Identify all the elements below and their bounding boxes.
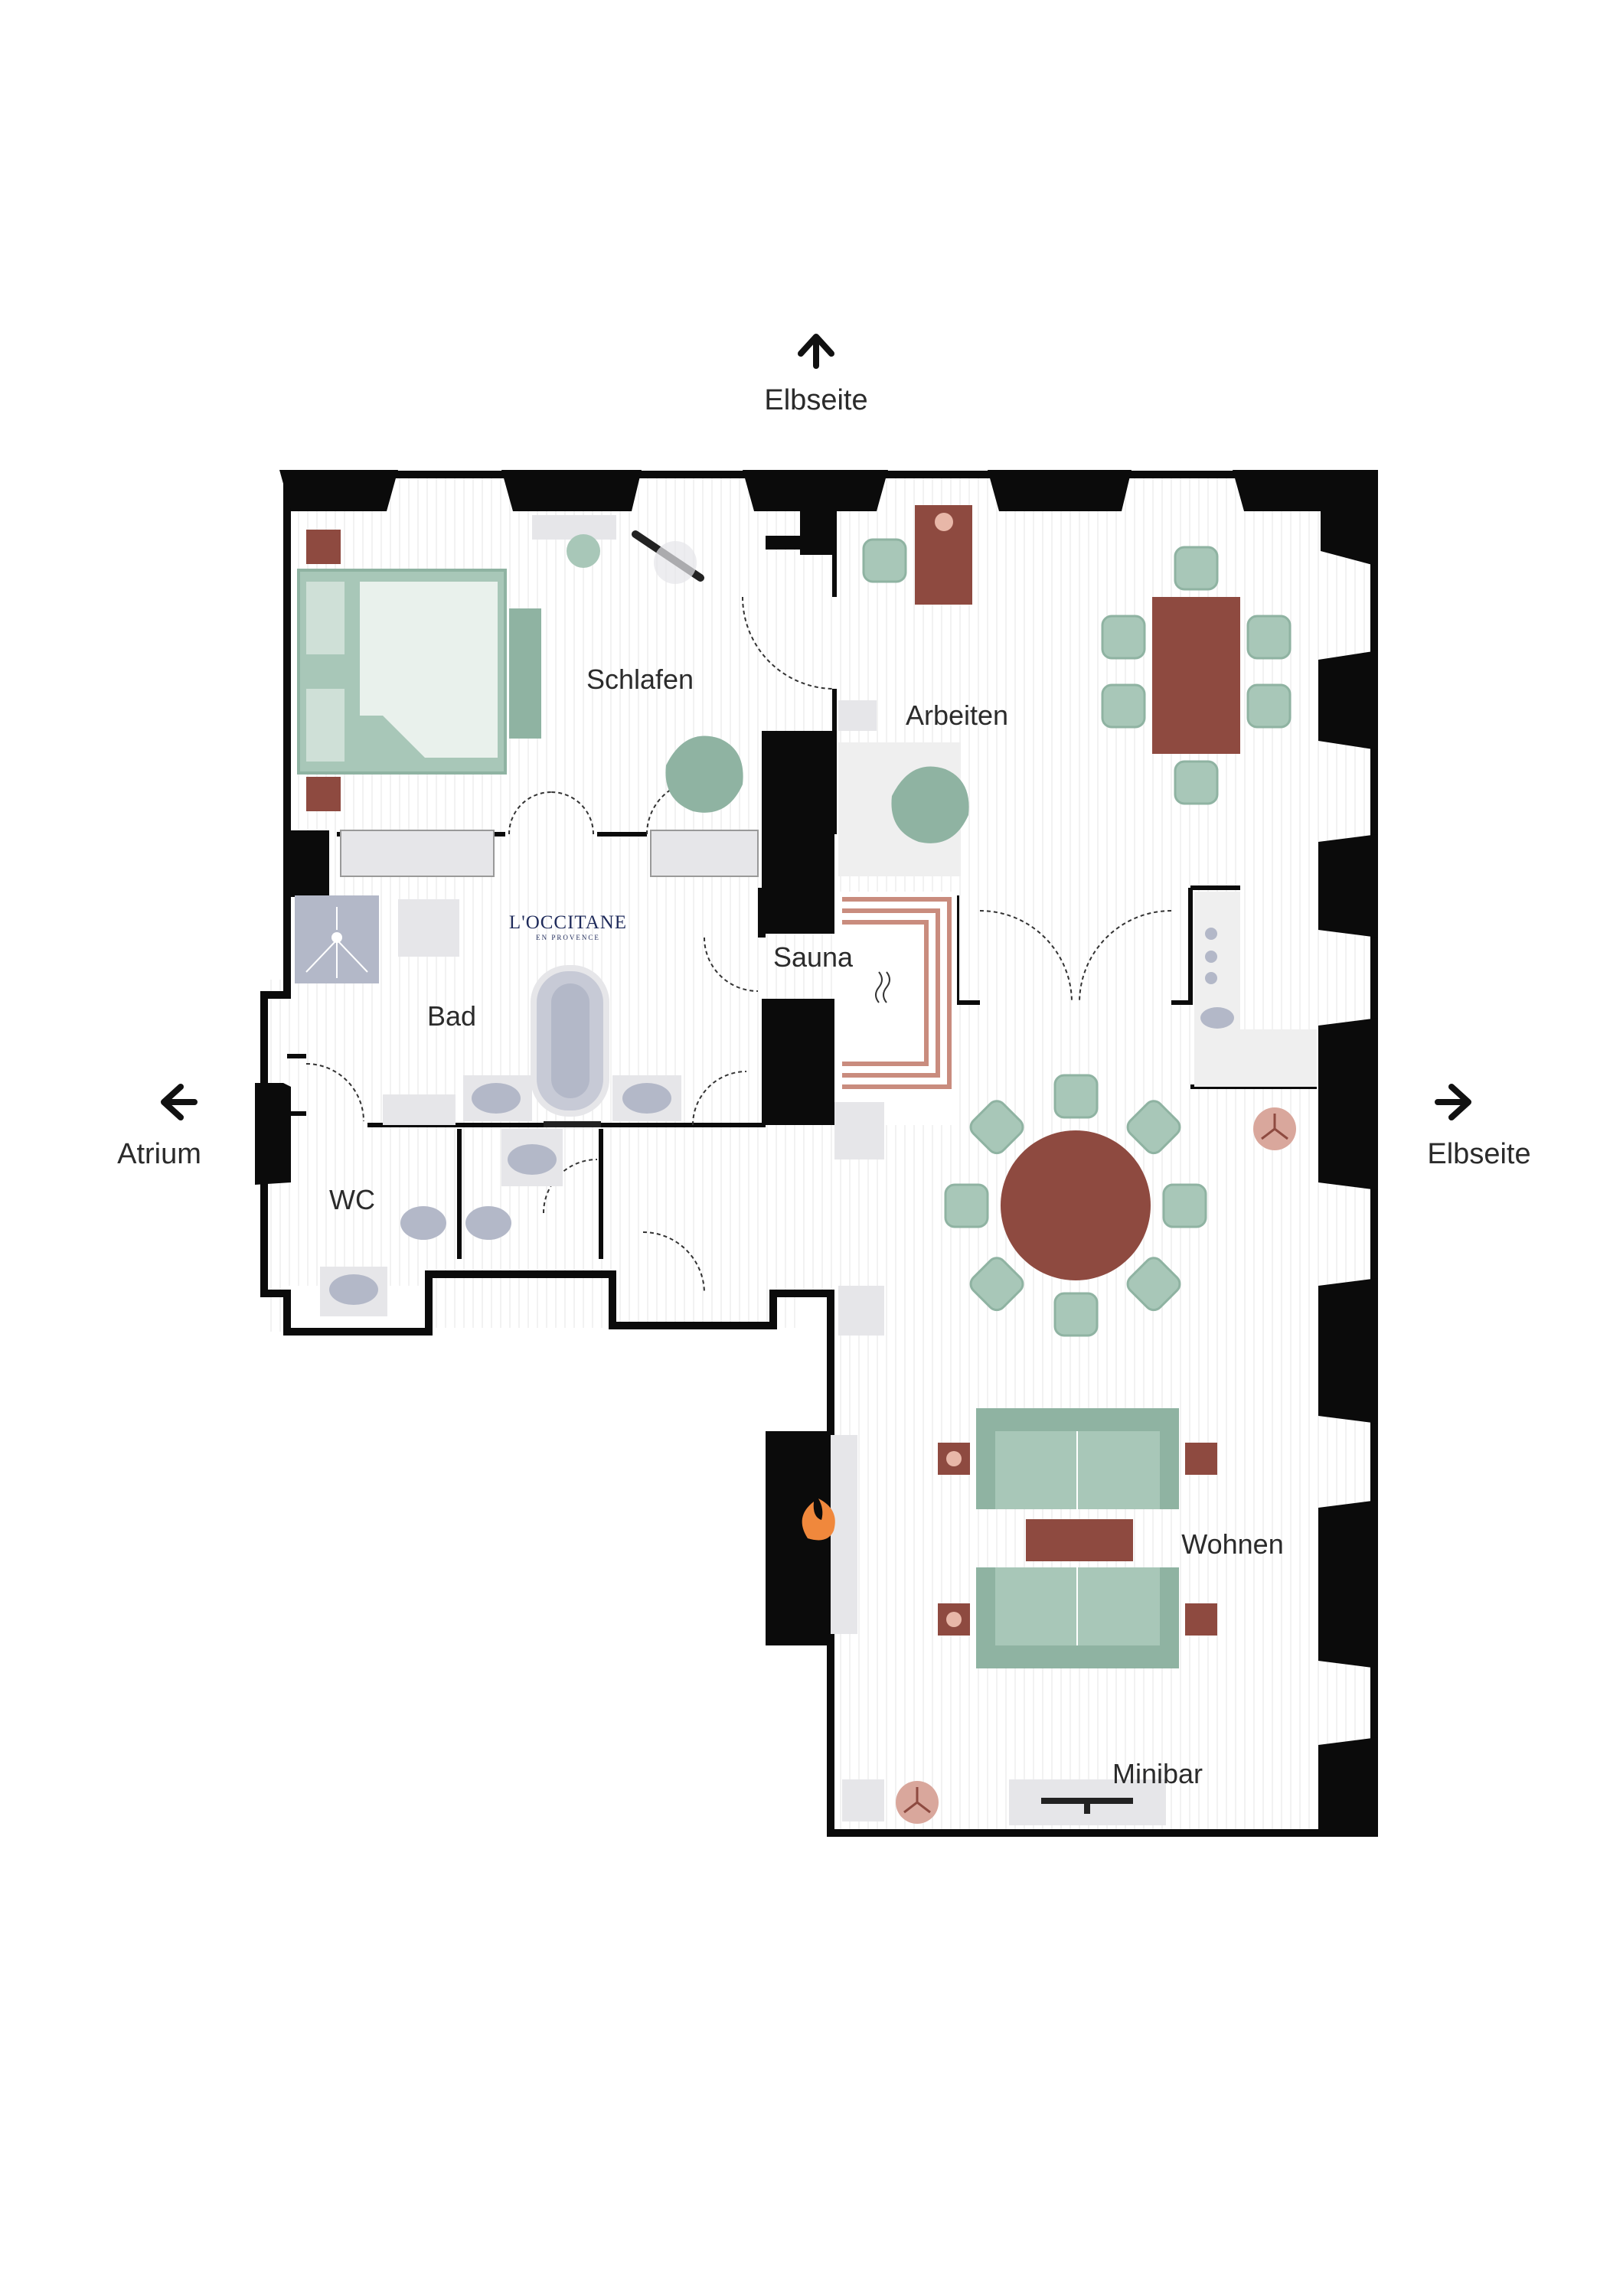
east-label: Elbseite — [1427, 1138, 1530, 1170]
room-label-wc: WC — [329, 1184, 375, 1215]
room-label-bad: Bad — [427, 1000, 476, 1032]
chair — [969, 1257, 1024, 1312]
sink-icon — [508, 1144, 557, 1175]
minibar-area: Minibar — [842, 1758, 1203, 1825]
arrow-left-icon — [161, 1084, 198, 1120]
wardrobe — [340, 830, 495, 877]
svg-text:L'OCCITANE: L'OCCITANE — [509, 912, 627, 933]
bidet-icon — [465, 1206, 511, 1240]
desk-top — [532, 515, 616, 540]
study: Arbeiten — [838, 505, 1292, 876]
lamp-icon — [946, 1612, 962, 1627]
side-table — [1185, 1443, 1217, 1475]
north-direction: Elbseite — [764, 334, 868, 416]
side-table — [1185, 1603, 1217, 1636]
hob-icon — [1205, 972, 1217, 984]
nightstand — [306, 777, 341, 811]
chair — [969, 1100, 1024, 1155]
coffee-table — [1026, 1519, 1133, 1561]
window-piers — [255, 470, 1378, 1837]
chair — [1246, 615, 1292, 660]
chair — [1101, 615, 1146, 660]
bathroom: L'OCCITANE EN PROVENCE Bad — [295, 895, 884, 1186]
armchair — [665, 735, 743, 813]
chair — [1053, 1074, 1099, 1119]
toilet-icon — [400, 1206, 446, 1240]
east-direction: Elbseite — [1427, 1084, 1531, 1170]
desk-chair — [862, 538, 907, 583]
chair — [1162, 1183, 1207, 1228]
nightstand — [306, 530, 341, 564]
sink-icon — [1200, 1007, 1234, 1029]
sofa — [976, 1567, 1179, 1668]
sink-icon — [472, 1083, 521, 1114]
room-label-wohnen: Wohnen — [1181, 1528, 1283, 1560]
dining-area — [838, 1074, 1207, 1337]
svg-text:EN PROVENCE: EN PROVENCE — [536, 934, 600, 941]
sink-icon — [622, 1083, 671, 1114]
hob-icon — [1205, 928, 1217, 940]
arrow-up-icon — [798, 334, 834, 369]
lamp-icon — [935, 513, 953, 531]
west-direction: Atrium — [117, 1084, 201, 1170]
sauna-bench — [842, 897, 952, 1089]
chair — [1174, 546, 1219, 591]
sink-icon — [329, 1274, 378, 1305]
room-label-arbeiten: Arbeiten — [906, 700, 1008, 731]
armchair — [891, 766, 969, 843]
lamp-icon — [946, 1451, 962, 1466]
north-label: Elbseite — [764, 384, 867, 416]
sauna: Sauna — [773, 892, 957, 1125]
hob-icon — [1205, 951, 1217, 963]
west-label: Atrium — [117, 1138, 201, 1170]
sofa — [976, 1408, 1179, 1509]
chair — [1101, 683, 1146, 729]
shower-icon — [305, 907, 368, 978]
arrow-right-icon — [1435, 1084, 1471, 1120]
chair — [944, 1183, 989, 1228]
heat-icon — [875, 971, 890, 1003]
kitchenette — [1194, 892, 1317, 1150]
stool — [567, 534, 600, 568]
living-room: Wohnen — [802, 1408, 1284, 1668]
chair — [1053, 1292, 1099, 1337]
wc: WC — [320, 1184, 511, 1316]
fireplace-hearth — [831, 1435, 857, 1634]
chair — [1246, 683, 1292, 729]
round-table — [1001, 1130, 1151, 1280]
brand-logo: L'OCCITANE EN PROVENCE — [509, 912, 627, 941]
bench — [509, 608, 541, 739]
chair — [1126, 1100, 1181, 1155]
wardrobe — [650, 830, 759, 877]
room-label-minibar: Minibar — [1112, 1758, 1203, 1789]
bedroom: Schlafen — [297, 515, 759, 877]
dining-table — [1152, 597, 1240, 754]
room-label-sauna: Sauna — [773, 941, 854, 973]
doors — [305, 596, 1172, 1294]
room-label-schlafen: Schlafen — [586, 664, 694, 695]
chair — [1126, 1257, 1181, 1312]
fire-icon — [802, 1499, 835, 1541]
chair — [1174, 760, 1219, 805]
